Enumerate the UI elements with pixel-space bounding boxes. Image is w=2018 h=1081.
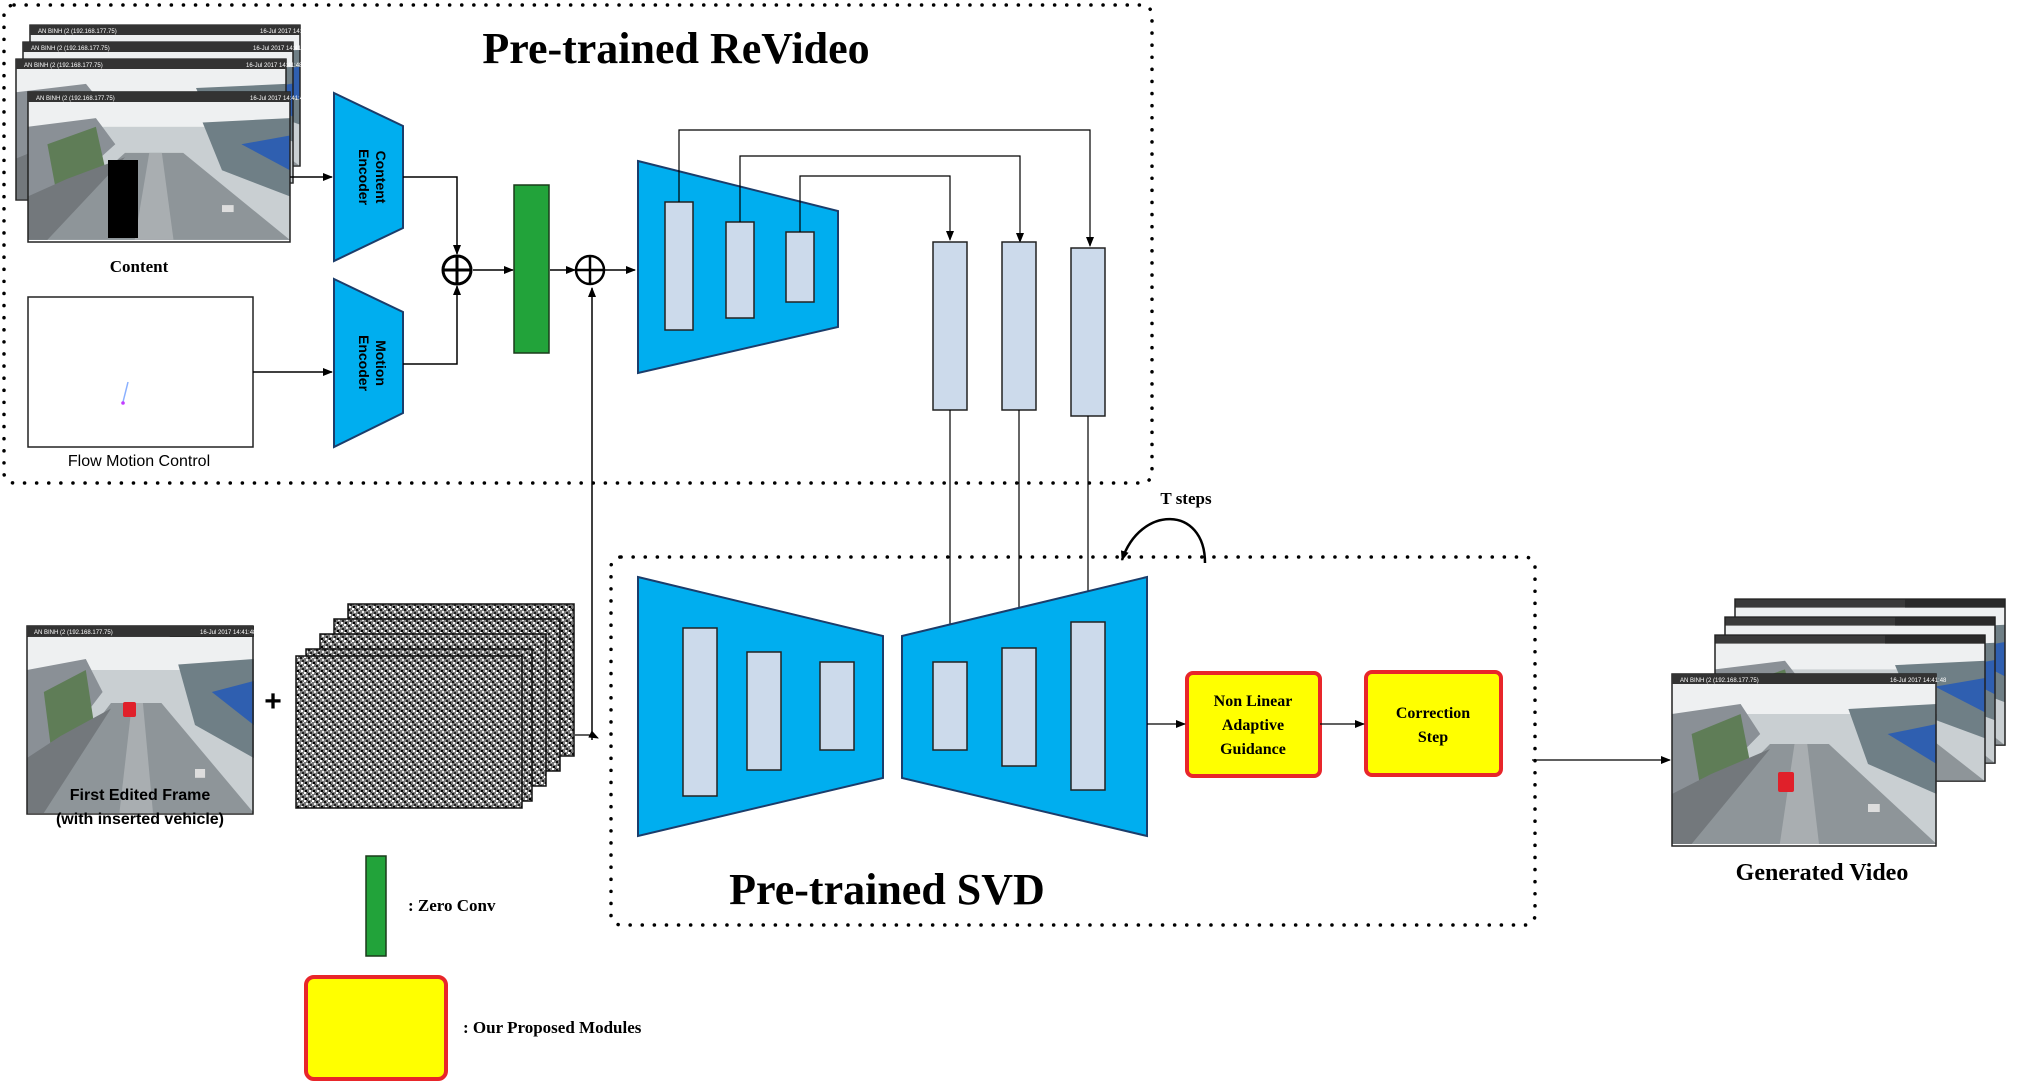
skip-connection-3	[799, 175, 954, 241]
svd-dec-block-1	[932, 661, 968, 751]
first-edited-frame: AN BINH (2 (192.168.177.75) 16-Jul 2017 …	[26, 625, 257, 815]
flow-vector	[122, 381, 129, 403]
content-encoder-label: Content Encoder	[356, 149, 389, 206]
svd-dec-block-3	[1070, 621, 1106, 791]
svd-enc-block-1	[682, 627, 718, 797]
svd-dec-block-2	[1001, 647, 1037, 767]
generated-vehicle	[1778, 772, 1794, 792]
content-label: Content	[110, 257, 169, 276]
frame-overlay-text: 16-Jul 2017 14:41:48	[246, 63, 303, 69]
flow-point	[121, 401, 125, 405]
content-encoder	[333, 91, 404, 263]
legend-zero-conv-label: : Zero Conv	[408, 896, 496, 915]
generated-video-label: Generated Video	[1736, 860, 1909, 886]
flow-label: Flow Motion Control	[68, 453, 210, 470]
frame-overlay-text: AN BINH (2 (192.168.177.75)	[36, 96, 115, 102]
svg-text:Encoder: Encoder	[356, 335, 372, 392]
content-mask	[108, 160, 138, 238]
svg-text:Motion: Motion	[373, 340, 389, 386]
legend-proposed-label: : Our Proposed Modules	[463, 1018, 642, 1037]
arrow-motion-enc-to-sum	[403, 285, 461, 365]
skip-connection-2	[739, 155, 1024, 243]
frame-overlay-text: 16-Jul 2017 14:41:48	[200, 630, 257, 636]
t-steps-label: T steps	[1160, 489, 1212, 508]
motion-encoder-label: Motion Encoder	[356, 335, 389, 392]
svd-enc-block-2	[746, 651, 782, 771]
correction-label-line: Step	[1418, 729, 1448, 746]
arrow-content-enc-to-sum	[403, 176, 461, 255]
nlag-label-line: Guidance	[1220, 741, 1286, 758]
revideo-dec-block-3	[1070, 247, 1106, 417]
frame-overlay-text: 16-Jul 2017 14:41:48	[250, 96, 307, 102]
nlag-label-line: Non Linear	[1214, 693, 1293, 710]
noise-latent-stack	[295, 603, 575, 809]
skip-connection-1	[678, 129, 1094, 247]
plus-sign: +	[264, 685, 282, 718]
svg-text:Content: Content	[373, 151, 389, 204]
frame-overlay-text: AN BINH (2 (192.168.177.75)	[34, 630, 113, 636]
svd-enc-block-3	[819, 661, 855, 751]
first-frame-label-line: First Edited Frame	[70, 787, 211, 804]
revideo-dec-block-2	[1001, 241, 1037, 411]
inserted-vehicle	[123, 702, 136, 717]
arrow-noise-to-svd	[575, 730, 599, 739]
frame-overlay-text: AN BINH (2 (192.168.177.75)	[31, 46, 110, 52]
nlag-label-line: Adaptive	[1222, 717, 1284, 734]
svg-text:Encoder: Encoder	[356, 149, 372, 206]
revideo-region	[2, 3, 1154, 485]
revideo-enc-block-3	[785, 231, 815, 303]
add-node	[574, 254, 606, 286]
frame-overlay-text: AN BINH (2 (192.168.177.75)	[24, 63, 103, 69]
t-steps-loop-arrow	[1120, 517, 1207, 564]
frame-overlay-text: AN BINH (2 (192.168.177.75)	[1680, 678, 1759, 684]
revideo-dec-block-1	[932, 241, 968, 411]
revideo-enc-block-1	[664, 201, 694, 331]
frame-overlay-text: AN BINH (2 (192.168.177.75)	[38, 29, 117, 35]
zero-conv-block	[513, 184, 550, 354]
svd-title: Pre-trained SVD	[729, 865, 1045, 914]
generated-video-stack: AN BINH (2 (192.168.177.75) 16-Jul 2017 …	[1671, 598, 2006, 847]
correction-step-module	[1364, 670, 1503, 777]
flow-motion-box	[27, 296, 254, 448]
correction-label-line: Correction	[1396, 705, 1470, 722]
frame-overlay-text: 16-Jul 2017 14:41:48	[1890, 678, 1947, 684]
frame-overlay-text: 16-Jul 2017 14:41:48	[253, 46, 310, 52]
legend-zero-conv-swatch	[365, 855, 387, 957]
sum-node	[441, 254, 473, 286]
motion-encoder	[333, 277, 404, 449]
frame-overlay-text: 16-Jul 2017 14:41:48	[260, 29, 317, 35]
revideo-title: Pre-trained ReVideo	[482, 24, 869, 73]
first-frame-label-line: (with inserted vehicle)	[56, 811, 224, 828]
content-frame-stack: AN BINH (2 (192.168.177.75) 16-Jul 2017 1…	[15, 24, 317, 243]
legend-proposed-swatch	[304, 975, 448, 1081]
revideo-enc-block-2	[725, 221, 755, 319]
